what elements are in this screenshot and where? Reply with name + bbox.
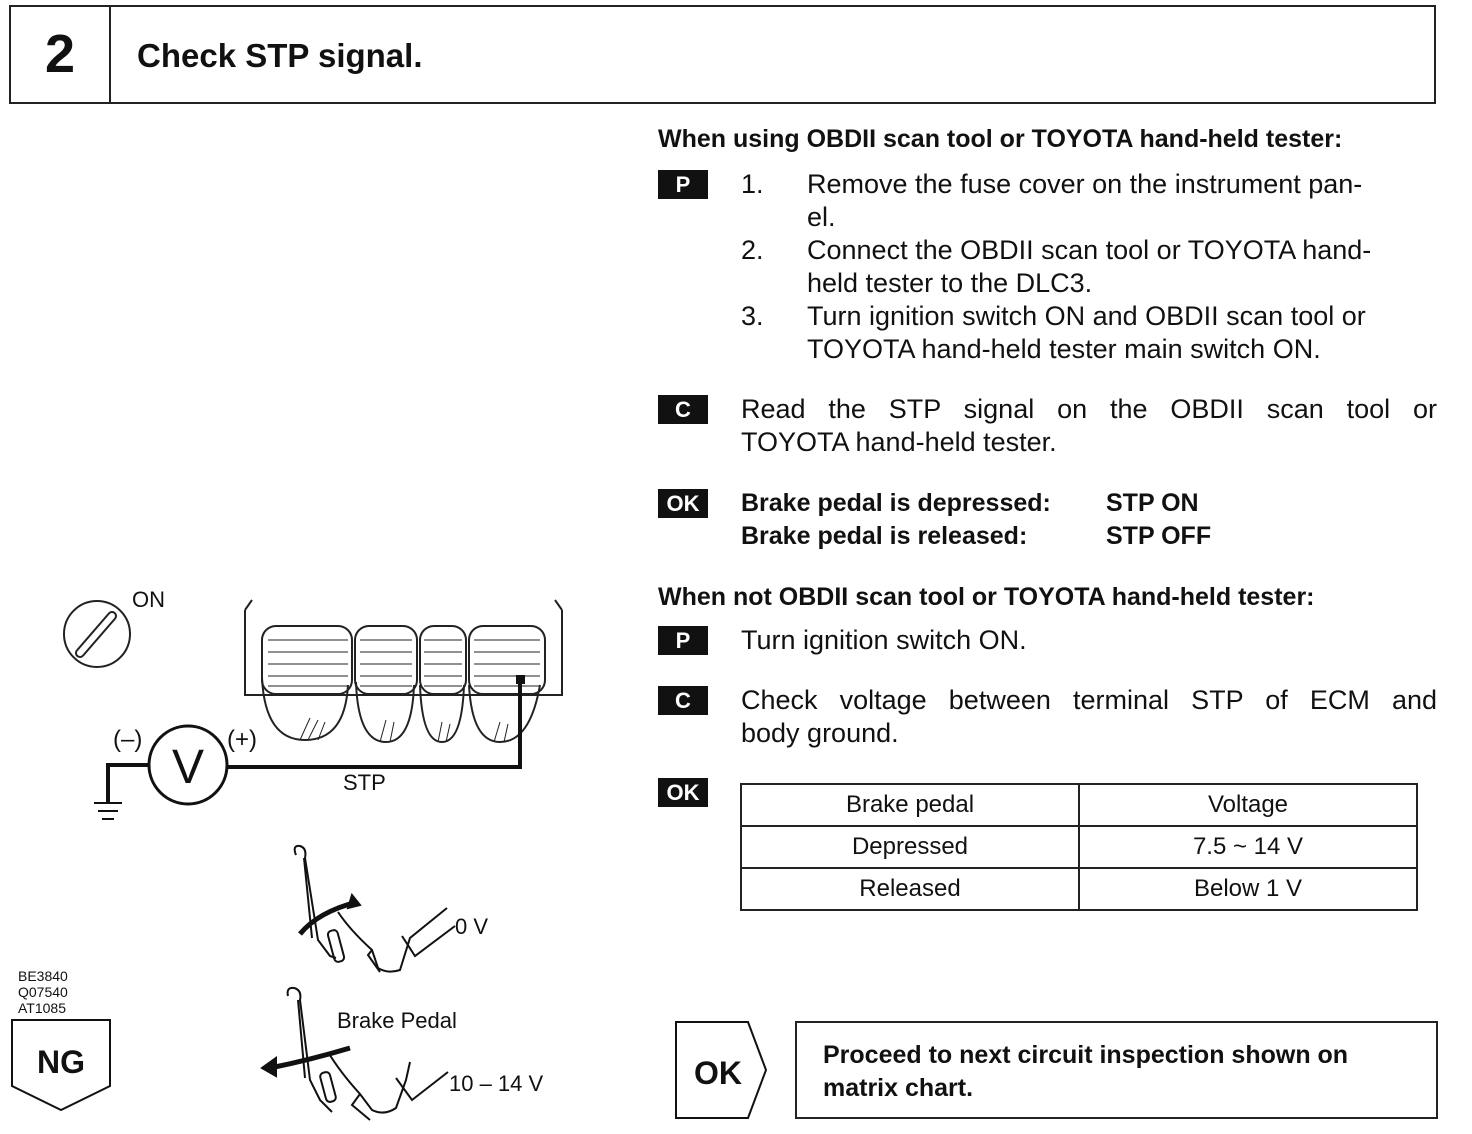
ok-tag: OK — [658, 489, 708, 518]
table-header-row: Brake pedal Voltage — [740, 783, 1418, 827]
step-3-line2: TOYOTA hand-held tester main switch ON. — [807, 334, 1321, 364]
ok-row-1-label: Brake pedal is depressed: — [741, 489, 1051, 517]
stp-label: STP — [343, 770, 386, 795]
ok-proceed-box: Proceed to next circuit inspection shown… — [795, 1021, 1438, 1119]
ground-wire — [106, 763, 148, 803]
pedal-top-voltage: 0 V — [455, 914, 488, 939]
table-row: Depressed 7.5 ~ 14 V — [740, 825, 1418, 869]
voltage-table: Brake pedal Voltage Depressed 7.5 ~ 14 V… — [740, 783, 1418, 911]
check-tag: C — [658, 395, 708, 424]
section1-heading: When using OBDII scan tool or TOYOTA han… — [658, 125, 1343, 153]
brake-pedal-released-icon — [293, 844, 456, 973]
step-title: Check STP signal. — [137, 37, 423, 74]
step-3-number: 3. — [741, 301, 764, 331]
voltmeter-icon: V — [147, 724, 229, 806]
ok-tag-2: OK — [658, 778, 708, 807]
table-cell: Released — [740, 867, 1080, 911]
step-2-line2: held tester to the DLC3. — [807, 268, 1093, 298]
table-cell: Below 1 V — [1078, 867, 1418, 911]
prep-tag-2: P — [658, 626, 708, 655]
ok-row-2-label: Brake pedal is released: — [741, 522, 1028, 550]
section2-heading: When not OBDII scan tool or TOYOTA hand-… — [658, 583, 1315, 611]
ok-row-1-value: STP ON — [1106, 489, 1199, 517]
figure-code: BE3840 — [18, 968, 68, 984]
plus-label: (+) — [227, 726, 257, 753]
table-header-cell: Brake pedal — [740, 783, 1080, 827]
ok-label: OK — [694, 1055, 742, 1091]
ok-proceed-text: Proceed to next circuit inspection shown… — [823, 1041, 1349, 1102]
ng-label: NG — [37, 1044, 85, 1080]
step-1-line2: el. — [807, 202, 836, 232]
meter-label: V — [172, 741, 204, 794]
prep-text-2: Turn ignition switch ON. — [741, 625, 1027, 655]
minus-label: (–) — [113, 726, 142, 753]
table-cell: Depressed — [740, 825, 1080, 869]
table-header-cell: Voltage — [1078, 783, 1418, 827]
step-header: 2 Check STP signal. — [9, 5, 1436, 104]
pedal-label: Brake Pedal — [337, 1008, 457, 1033]
pedal-bottom-voltage: 10 – 14 V — [449, 1071, 544, 1096]
check-2-line2: body ground. — [741, 718, 899, 748]
prep-tag: P — [658, 170, 708, 199]
figure-code: Q07540 — [18, 984, 68, 1000]
step-number: 2 — [11, 7, 111, 102]
stp-wire — [228, 680, 522, 769]
ok-result-badge: OK — [675, 1021, 768, 1119]
step-1-line1: Remove the fuse cover on the instrument … — [807, 169, 1363, 199]
table-cell: 7.5 ~ 14 V — [1078, 825, 1418, 869]
step-2-number: 2. — [741, 235, 764, 265]
ok-row-2-value: STP OFF — [1106, 522, 1212, 550]
ecm-connector-icon — [244, 599, 563, 744]
ng-result-badge: NG — [11, 1019, 111, 1112]
check-line2: TOYOTA hand-held tester. — [741, 427, 1057, 457]
brake-pedal-depressed-icon — [260, 986, 449, 1121]
check-2-line1: Check voltage between terminal STP of EC… — [741, 685, 1437, 715]
step-2-line1: Connect the OBDII scan tool or TOYOTA ha… — [807, 235, 1372, 265]
step-1-number: 1. — [741, 169, 764, 199]
ignition-key-icon — [63, 600, 131, 668]
check-tag-2: C — [658, 686, 708, 715]
ground-icon — [94, 802, 122, 820]
step-3-line1: Turn ignition switch ON and OBDII scan t… — [807, 301, 1366, 331]
table-row: Released Below 1 V — [740, 867, 1418, 911]
figure-code: AT1085 — [18, 1000, 66, 1016]
ignition-label: ON — [132, 587, 165, 612]
check-line1: Read the STP signal on the OBDII scan to… — [741, 394, 1437, 424]
wiring-figure: V (–) (+) ON STP 0 V Brake Pedal 10 – 14… — [63, 587, 563, 1121]
